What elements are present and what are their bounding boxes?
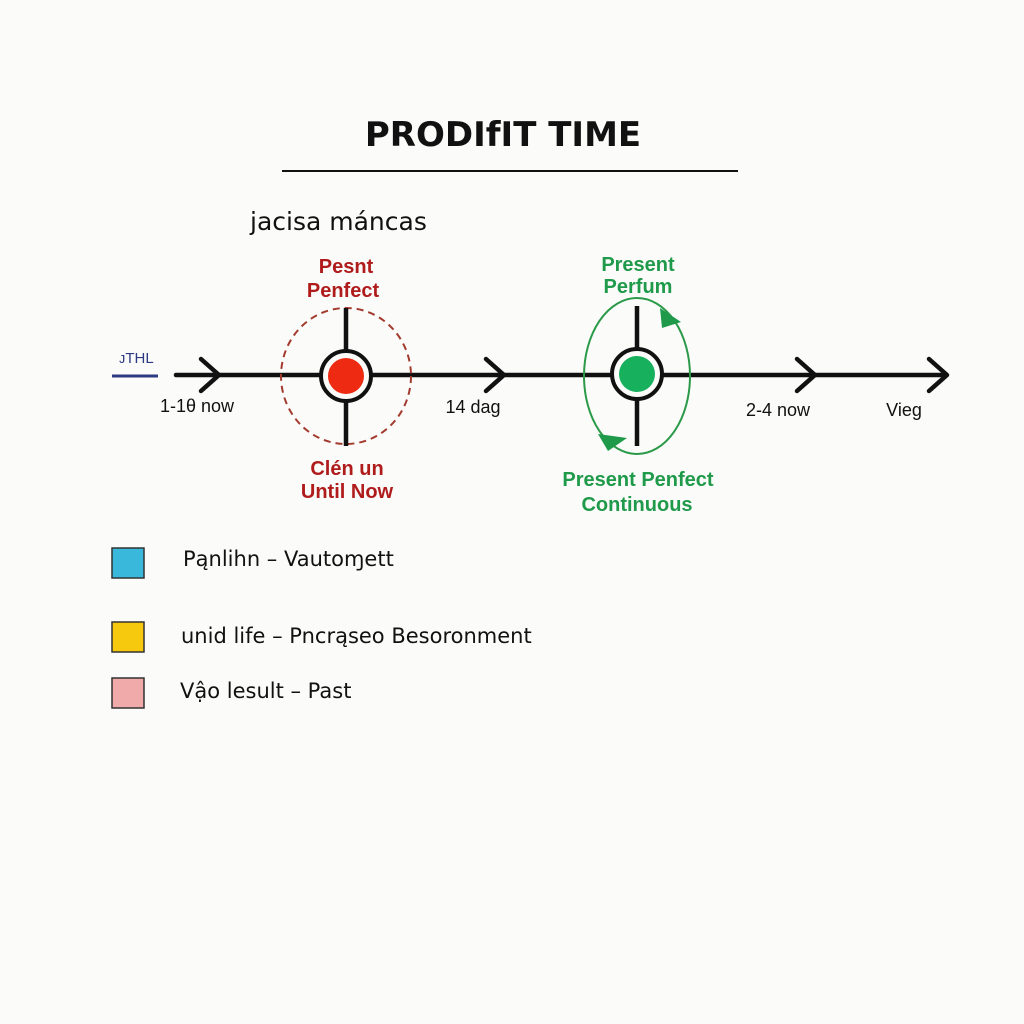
- legend-label: Pąnlihn – Vautoɱett: [183, 547, 394, 571]
- legend-item: unid life – Pncrąseo Besoronment: [111, 621, 532, 653]
- present-perfect-continuous-node: [583, 297, 691, 455]
- green-node-dot: [619, 356, 655, 392]
- red-node-dot: [328, 358, 364, 394]
- legend-label: unid life – Pncrąseo Besoronment: [181, 624, 532, 648]
- timeline-arrowhead-2: [483, 356, 507, 394]
- green-cycle-ring: [583, 297, 691, 455]
- green-label-below-2: Continuous: [581, 494, 692, 516]
- left-marker-label: ᴊTHL: [119, 350, 154, 367]
- legend-item: Vậo lesult – Past: [111, 677, 351, 709]
- timeline-arrowhead-end: [926, 356, 950, 394]
- green-label-above-2: Perfum: [604, 276, 673, 298]
- diagram-subtitle: jacisa máncas: [249, 207, 427, 236]
- timeline-arrowhead-1: [198, 356, 222, 394]
- tick-label-1: 1-1θ now: [160, 396, 235, 416]
- tick-label-3: 2-4 now: [746, 400, 811, 420]
- tick-label-4: Vieg: [886, 400, 922, 420]
- legend-label: Vậo lesult – Past: [180, 679, 351, 703]
- red-label-above-1: Pesnt: [319, 256, 374, 278]
- tick-label-2: 14 dag: [445, 397, 500, 417]
- legend-swatch-blue: [111, 547, 145, 579]
- legend: Pąnlihn – Vautoɱett unid life – Pncrąseo…: [111, 547, 532, 709]
- red-label-below-2: Until Now: [301, 481, 394, 503]
- green-cycle-arrow-top: [660, 308, 681, 328]
- red-label-below-1: Clén un: [310, 458, 383, 480]
- diagram-title: PRODIfIT TIME: [365, 115, 641, 155]
- red-label-above-2: Penfect: [307, 280, 380, 302]
- legend-item: Pąnlihn – Vautoɱett: [111, 547, 394, 579]
- legend-swatch-yellow: [111, 621, 145, 653]
- present-perfect-node: [280, 307, 412, 446]
- green-cycle-arrow-bottom: [598, 434, 627, 451]
- green-label-above-1: Present: [601, 254, 675, 276]
- legend-swatch-pink: [111, 677, 145, 709]
- timeline-arrowhead-3: [794, 356, 818, 394]
- green-label-below-1: Present Penfect: [562, 469, 714, 491]
